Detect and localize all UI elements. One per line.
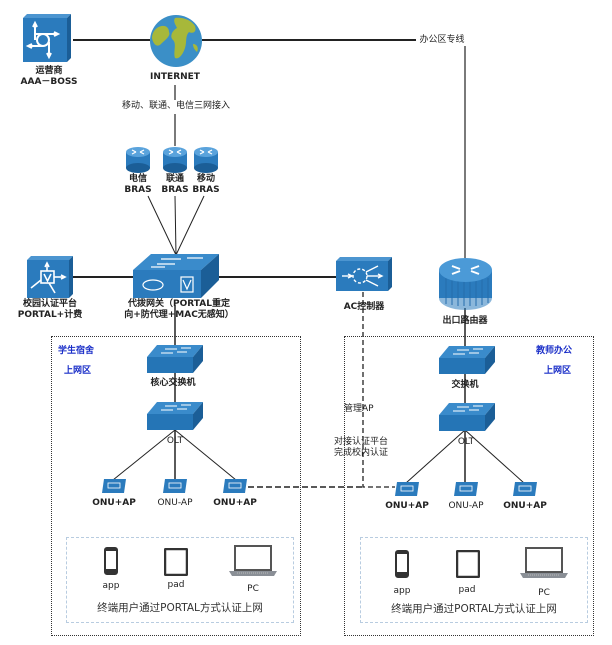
student-zone-title: 学生宿舍 <box>58 346 95 356</box>
ac-controller-icon[interactable] <box>336 257 392 291</box>
ac-controller-label: AC控制器 <box>343 302 385 312</box>
bras-label-telecom: 电信 BRAS <box>120 174 156 196</box>
bras-router-icon-unicom[interactable] <box>162 146 188 174</box>
bras-label-mobile: 移动 BRAS <box>188 174 224 196</box>
teacher-olt-label: OLT <box>457 437 475 447</box>
auth-note: 对接认证平台 完成校内认证 <box>334 437 398 459</box>
gateway-label: 代拨网关（PORTAL重定 向+防代理+MAC无感知） <box>114 299 244 321</box>
access-note: 移动、联通、电信三网接入 <box>117 101 235 112</box>
auth-platform-line1: 校园认证平台 <box>22 299 77 309</box>
bras-mobile-line2: BRAS <box>192 185 220 195</box>
bras-router-icon-telecom[interactable] <box>125 146 151 174</box>
teacher-onu-ap-label-2: ONU-AP <box>448 501 484 511</box>
teacher-onu-ap-label-1: ONU+AP <box>385 501 429 511</box>
link-t-olt-onu3 <box>464 429 525 484</box>
teacher-terminal-label-pad: pad <box>458 585 476 595</box>
student-zone-subtitle: 上网区 <box>64 366 92 376</box>
auth-note-line2: 完成校内认证 <box>334 448 389 458</box>
bras-unicom-line2: BRAS <box>161 185 189 195</box>
teacher-footer-note: 终端用户通过PORTAL方式认证上网 <box>391 603 557 615</box>
olt-icon[interactable] <box>147 402 203 430</box>
core-switch-label: 核心交换机 <box>150 378 196 388</box>
link-bras1-gw <box>147 195 177 256</box>
exit-router-icon[interactable] <box>438 256 493 312</box>
teacher-terminal-box <box>360 537 588 623</box>
onu-ap-icon-2[interactable] <box>162 478 188 493</box>
student-zone <box>51 336 301 636</box>
teacher-olt-icon[interactable] <box>439 403 495 431</box>
bras-router-icon-mobile[interactable] <box>193 146 219 174</box>
onu-ap-label-3: ONU+AP <box>213 498 257 508</box>
link-ac-manage-ap <box>362 292 395 488</box>
tablet-icon <box>163 547 189 577</box>
teacher-terminal-label-app: app <box>393 586 411 596</box>
link-bras3-gw <box>175 195 205 256</box>
student-footer-note: 终端用户通过PORTAL方式认证上网 <box>97 602 263 614</box>
onu-ap-icon-3[interactable] <box>222 478 248 493</box>
aaa-server-icon[interactable] <box>23 12 73 62</box>
gateway-icon[interactable] <box>131 254 221 298</box>
exit-router-label: 出口路由器 <box>442 316 488 326</box>
operator-label: 运营商 AAA－BOSS <box>14 66 84 88</box>
teacher-zone <box>344 336 594 636</box>
teacher-onu-ap-icon-1[interactable] <box>394 481 420 496</box>
teacher-onu-ap-label-3: ONU+AP <box>503 501 547 511</box>
olt-label: OLT <box>166 436 184 446</box>
auth-platform-label: 校园认证平台 PORTAL+计费 <box>4 299 96 321</box>
phone-icon <box>104 547 118 575</box>
bras-mobile-line1: 移动 <box>196 174 215 184</box>
globe-icon[interactable] <box>149 14 203 68</box>
onu-ap-label-1: ONU+AP <box>92 498 136 508</box>
link-olt-onu1 <box>112 429 176 481</box>
teacher-onu-ap-icon-2[interactable] <box>453 481 479 496</box>
onu-ap-icon-1[interactable] <box>101 478 127 493</box>
terminal-label-app: app <box>102 581 120 591</box>
gateway-label-line2: 向+防代理+MAC无感知） <box>124 310 234 320</box>
bras-telecom-line2: BRAS <box>124 185 152 195</box>
terminal-label-pad: pad <box>167 580 185 590</box>
teacher-tablet-icon <box>455 549 481 579</box>
internet-label: INTERNET <box>150 72 200 82</box>
operator-label-line1: 运营商 <box>35 66 63 76</box>
auth-platform-icon[interactable] <box>27 256 73 298</box>
teacher-onu-ap-icon-3[interactable] <box>512 481 538 496</box>
laptop-icon <box>229 545 277 577</box>
bras-label-unicom: 联通 BRAS <box>157 174 193 196</box>
operator-label-line2: AAA－BOSS <box>20 77 78 87</box>
switch-icon[interactable] <box>439 346 495 374</box>
teacher-laptop-icon <box>520 547 568 579</box>
teacher-zone-title: 教师办公 <box>536 346 573 356</box>
teacher-phone-icon <box>395 550 409 578</box>
teacher-zone-subtitle: 上网区 <box>544 366 572 376</box>
manage-ap-note: 管理AP <box>344 404 374 414</box>
link-bras2-gw <box>174 195 177 256</box>
onu-ap-label-2: ONU-AP <box>157 498 193 508</box>
core-switch-icon[interactable] <box>147 345 203 373</box>
terminal-label-pc: PC <box>247 584 259 594</box>
gateway-label-line1: 代拨网关（PORTAL重定 <box>128 299 230 309</box>
bras-telecom-line1: 电信 <box>128 174 147 184</box>
bras-unicom-line1: 联通 <box>165 174 184 184</box>
link-olt-onu3 <box>174 429 237 481</box>
auth-platform-line2: PORTAL+计费 <box>17 310 83 320</box>
auth-note-line1: 对接认证平台 <box>334 437 389 447</box>
student-terminal-box <box>66 537 294 623</box>
teacher-terminal-label-pc: PC <box>538 588 550 598</box>
switch-label: 交换机 <box>451 380 479 390</box>
link-t-olt-onu1 <box>405 429 466 484</box>
office-line-label: 办公区专线 <box>416 35 468 46</box>
